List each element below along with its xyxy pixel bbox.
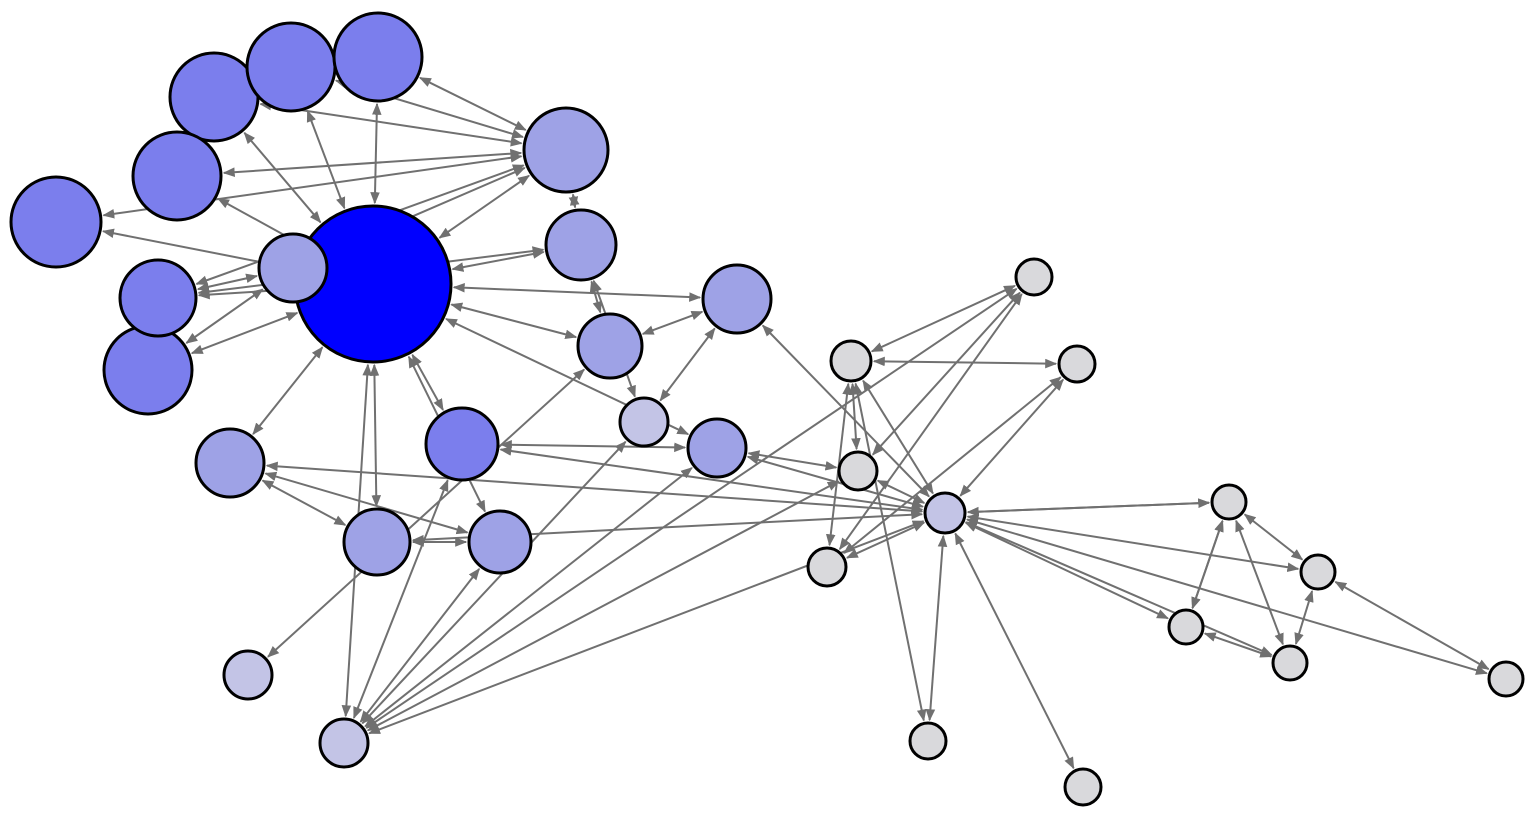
edge-n32-n34 — [1235, 519, 1284, 646]
node-n18[interactable] — [618, 396, 670, 448]
node-n26[interactable] — [1057, 344, 1097, 384]
edge-n21-n27 — [925, 534, 948, 722]
edge-n10-hub — [451, 249, 545, 272]
node-n4[interactable] — [332, 11, 424, 103]
node-n13[interactable] — [342, 507, 412, 577]
node-n27[interactable] — [908, 721, 948, 761]
edge-n11-n16 — [641, 310, 704, 335]
edge-n6-hub — [190, 311, 299, 355]
edge-n22-n26 — [872, 356, 1058, 369]
node-n7[interactable] — [118, 258, 198, 338]
edge-n10-n9 — [568, 193, 580, 209]
edge-n11-hub — [450, 302, 578, 340]
edge-n4-n9 — [419, 76, 527, 131]
edge-n20-n18 — [361, 440, 627, 725]
edge-n22-n23 — [848, 382, 861, 451]
edge-n31-n32 — [1203, 632, 1273, 658]
edge-n17-n20 — [364, 467, 693, 728]
edge-n31-n34 — [1191, 519, 1224, 610]
edge-n16-hub — [452, 282, 702, 302]
node-n20[interactable] — [318, 717, 370, 769]
node-n1[interactable] — [9, 175, 103, 269]
edge-n21-n34 — [966, 498, 1211, 517]
edge-n14-n17 — [499, 439, 687, 453]
edge-n24-n26 — [843, 376, 1062, 554]
edge-hub-n12 — [252, 346, 324, 436]
edge-n21-n33 — [965, 517, 1488, 675]
edge-n12-n13 — [261, 479, 347, 526]
node-n16[interactable] — [701, 263, 773, 335]
node-n14[interactable] — [424, 406, 500, 482]
edge-n21-n32 — [964, 521, 1273, 656]
edge-n21-n26 — [959, 378, 1064, 497]
edge-n21-n28 — [954, 532, 1075, 770]
node-n3[interactable] — [245, 21, 337, 113]
node-n11[interactable] — [576, 312, 644, 380]
edge-n22-n25 — [870, 284, 1016, 353]
node-n2[interactable] — [168, 51, 260, 143]
node-n22[interactable] — [829, 339, 873, 383]
edge-n16-n18 — [659, 327, 716, 402]
edge-n22-n27 — [853, 382, 927, 722]
node-n28[interactable] — [1063, 767, 1103, 807]
node-n6[interactable] — [102, 324, 194, 416]
node-n24[interactable] — [806, 546, 848, 588]
edge-n20-n23 — [366, 480, 840, 732]
edge-n6-n8 — [185, 288, 264, 344]
node-n30[interactable] — [1299, 553, 1337, 591]
node-n17[interactable] — [686, 417, 748, 479]
node-n9[interactable] — [522, 106, 610, 194]
node-n5[interactable] — [131, 130, 223, 222]
edge-n29-n30 — [1243, 513, 1304, 561]
node-n23[interactable] — [837, 450, 879, 492]
edge-n3-hub — [306, 109, 346, 210]
edge-hub-n14 — [411, 353, 444, 411]
node-n8[interactable] — [257, 232, 329, 304]
node-n25[interactable] — [1014, 257, 1054, 297]
edge-n4-hub — [370, 102, 382, 205]
node-n33[interactable] — [1487, 660, 1525, 698]
edge-n30-n32 — [1294, 589, 1314, 646]
edge-n30-n33 — [1334, 581, 1490, 670]
node-n10[interactable] — [544, 208, 618, 282]
node-n19[interactable] — [222, 649, 274, 701]
node-n12[interactable] — [194, 427, 266, 499]
edge-hub-n13 — [369, 363, 382, 508]
node-n31[interactable] — [1167, 608, 1205, 646]
node-n15[interactable] — [467, 509, 533, 575]
node-n32[interactable] — [1271, 644, 1309, 682]
edge-n21-n30 — [966, 513, 1300, 572]
node-n29[interactable] — [1210, 483, 1248, 521]
node-layer — [9, 11, 1525, 807]
node-n21[interactable] — [923, 491, 967, 535]
edge-n2-hub — [243, 131, 322, 224]
